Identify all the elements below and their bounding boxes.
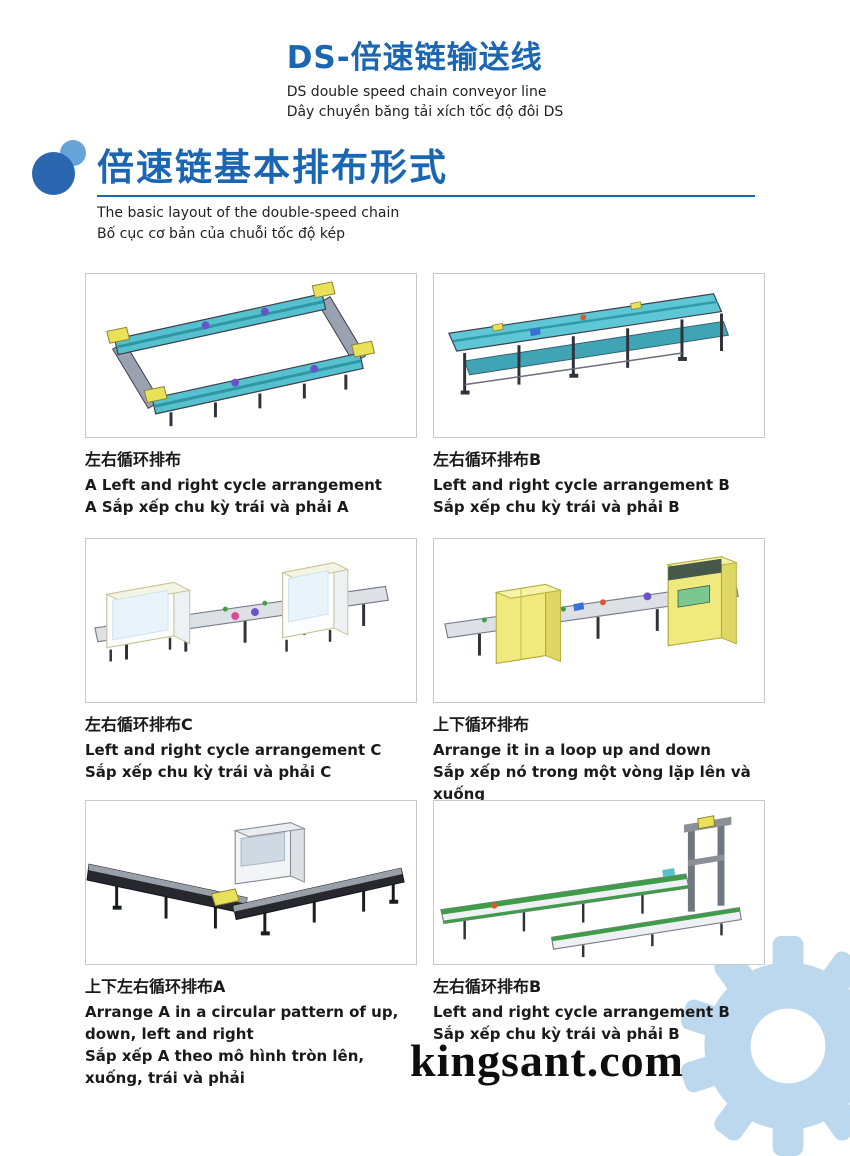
caption-zh: 左右循环排布 <box>85 450 182 469</box>
catalog-page: DS-倍速链输送线 DS double speed chain conveyor… <box>0 32 850 1156</box>
caption-zh: 左右循环排布B <box>433 977 542 996</box>
page-title: DS-倍速链输送线 <box>286 40 543 76</box>
layout-card-4: 上下循环排布 Arrange it in a loop up and down … <box>433 538 765 803</box>
layout-card-6: 左右循环排布B Left and right cycle arrangement… <box>433 800 765 1089</box>
conveyor-loop-image <box>106 281 376 427</box>
card-caption: 左右循环排布B Left and right cycle arrangement… <box>433 975 765 1045</box>
illustration-left-right-cycle-c <box>85 538 417 703</box>
conveyor-enclosure-image <box>94 561 390 662</box>
section-subtitle-en: The basic layout of the double-speed cha… <box>97 205 400 221</box>
caption-en: Arrange A in a circular pattern of up, d… <box>85 1003 399 1043</box>
illustration-left-right-cycle-a <box>85 273 417 438</box>
conveyor-elevator-image <box>440 815 742 958</box>
illustration-up-down-loop <box>433 538 765 703</box>
caption-vi: Sắp xếp chu kỳ trái và phải C <box>85 763 332 781</box>
caption-en: Left and right cycle arrangement B <box>433 476 730 494</box>
doc-header: DS-倍速链输送线 DS double speed chain conveyor… <box>0 32 850 123</box>
caption-vi: Sắp xếp nó trong một vòng lặp lên và xuố… <box>433 763 751 803</box>
illustration-left-right-cycle-b2 <box>433 800 765 965</box>
layout-card-1: 左右循环排布 A Left and right cycle arrangemen… <box>85 273 417 538</box>
section-heading: 倍速链基本排布形式 The basic layout of the double… <box>30 140 755 246</box>
layout-cards-grid: 左右循环排布 A Left and right cycle arrangemen… <box>85 273 765 1089</box>
section-divider <box>97 195 755 197</box>
card-caption: 左右循环排布C Left and right cycle arrangement… <box>85 713 417 783</box>
layout-card-3: 左右循环排布C Left and right cycle arrangement… <box>85 538 417 800</box>
section-subtitle-vi: Bố cục cơ bản của chuỗi tốc độ kép <box>97 226 346 242</box>
conveyor-straight-image <box>447 293 730 395</box>
dark-circle-icon <box>32 152 75 195</box>
caption-vi: Sắp xếp chu kỳ trái và phải B <box>433 1025 680 1043</box>
card-caption: 左右循环排布 A Left and right cycle arrangemen… <box>85 448 417 518</box>
caption-vi: Sắp xếp chu kỳ trái và phải B <box>433 498 680 516</box>
section-text-block: 倍速链基本排布形式 The basic layout of the double… <box>97 140 755 246</box>
page-subtitle-en: DS double speed chain conveyor line <box>286 84 547 100</box>
caption-vi: A Sắp xếp chu kỳ trái và phải A <box>85 498 349 516</box>
watermark-text: kingsant.com <box>410 1035 684 1086</box>
illustration-up-down-left-right-a <box>85 800 417 965</box>
layout-card-5: 上下左右循环排布A Arrange A in a circular patter… <box>85 800 417 1089</box>
conveyor-cabinets-image <box>444 556 740 665</box>
caption-zh: 上下左右循环排布A <box>85 977 226 996</box>
card-caption: 上下左右循环排布A Arrange A in a circular patter… <box>85 975 417 1089</box>
layout-card-2: 左右循环排布B Left and right cycle arrangement… <box>433 273 765 538</box>
card-caption: 上下循环排布 Arrange it in a loop up and down … <box>433 713 765 805</box>
caption-en: Left and right cycle arrangement C <box>85 741 382 759</box>
blue-dots-decoration <box>30 140 92 198</box>
page-subtitle-vi: Dây chuyền băng tải xích tốc độ đôi DS <box>286 104 564 120</box>
doc-header-block: DS-倍速链输送线 DS double speed chain conveyor… <box>287 32 564 123</box>
caption-vi: Sắp xếp A theo mô hình tròn lên, xuống, … <box>85 1047 365 1087</box>
conveyor-angled-image <box>86 821 405 936</box>
gear-icon <box>680 936 850 1156</box>
section-title: 倍速链基本排布形式 <box>97 146 448 189</box>
caption-zh: 左右循环排布B <box>433 450 542 469</box>
caption-en: Arrange it in a loop up and down <box>433 741 711 759</box>
card-caption: 左右循环排布B Left and right cycle arrangement… <box>433 448 765 518</box>
caption-en: A Left and right cycle arrangement <box>85 476 382 494</box>
caption-en: Left and right cycle arrangement B <box>433 1003 730 1021</box>
illustration-left-right-cycle-b <box>433 273 765 438</box>
caption-zh: 左右循环排布C <box>85 715 193 734</box>
caption-zh: 上下循环排布 <box>433 715 530 734</box>
